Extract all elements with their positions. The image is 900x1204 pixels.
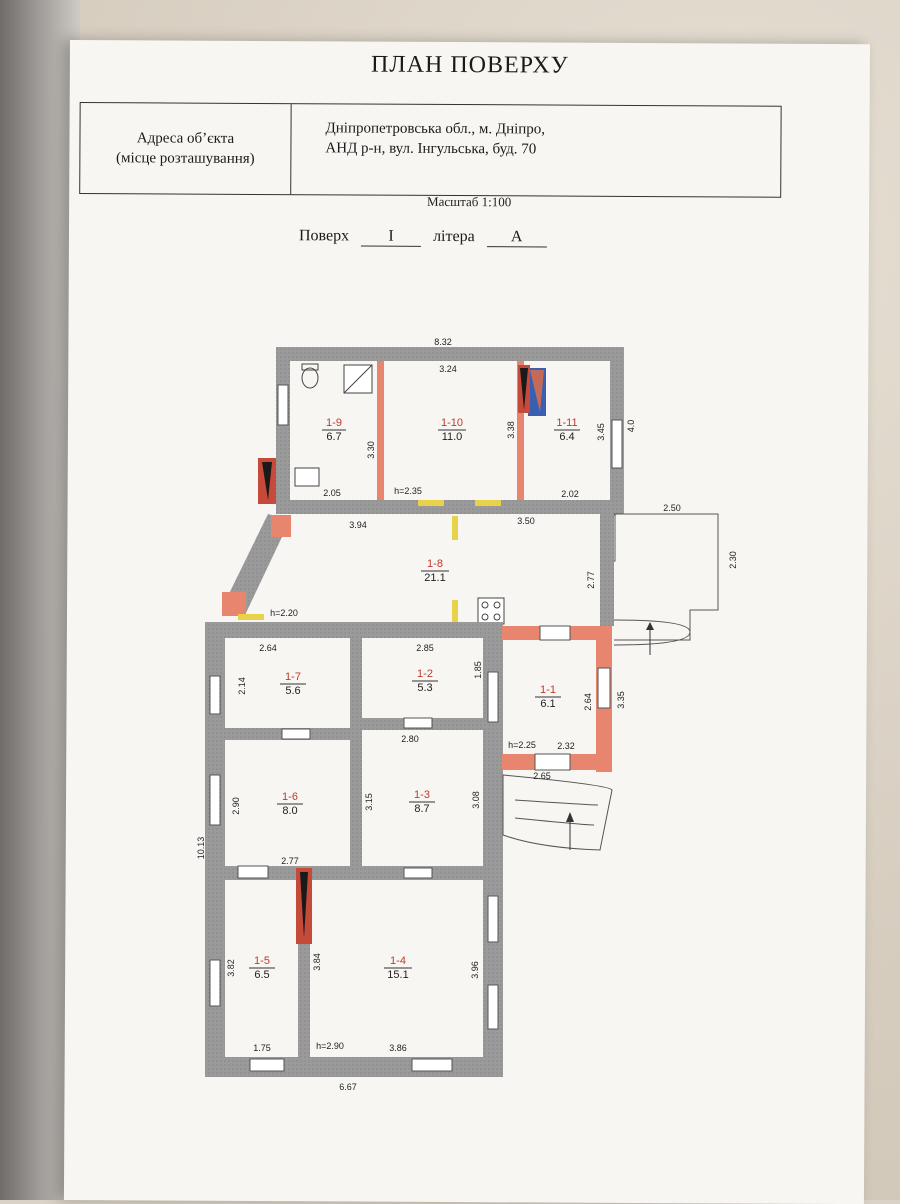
dim-384: 3.84 — [312, 953, 322, 971]
dim-top-inner: 3.24 — [439, 364, 457, 374]
dim-room10-height: 3.38 — [506, 421, 516, 439]
dim-room11-height: 3.45 — [596, 423, 606, 441]
room-label-1-4: 1-4 — [390, 955, 406, 967]
dim-264: 2.64 — [259, 643, 277, 653]
dim-h225: h=2.25 — [508, 740, 536, 750]
room-label-1-9: 1-9 — [326, 417, 342, 429]
stove-icon — [294, 467, 320, 487]
toilet-icon — [301, 363, 319, 389]
corridor-walls — [222, 514, 614, 626]
room-area-1-10: 11.0 — [442, 431, 463, 443]
dim-h235: h=2.35 — [394, 486, 422, 496]
room-label-1-6: 1-6 — [282, 791, 298, 803]
dim-175: 1.75 — [253, 1043, 271, 1053]
dim-205: 2.05 — [323, 488, 341, 498]
dim-285: 2.85 — [416, 643, 434, 653]
upper-windows — [277, 384, 623, 562]
dim-185: 1.85 — [473, 661, 483, 679]
dim-335: 3.35 — [616, 691, 626, 709]
dim-265: 2.65 — [533, 771, 551, 781]
room-label-1-3: 1-3 — [414, 789, 430, 801]
dim-382: 3.82 — [226, 959, 236, 977]
dim-280: 2.80 — [401, 734, 419, 744]
room-area-1-11: 6.4 — [559, 431, 574, 443]
room-area-1-7: 5.6 — [285, 685, 300, 697]
dim-277h: 2.77 — [281, 856, 299, 866]
room-label-1-8: 1-8 — [427, 558, 443, 570]
dim-h290: h=2.90 — [316, 1041, 344, 1051]
room-area-1-3: 8.7 — [414, 803, 429, 815]
dim-250: 2.50 — [663, 503, 681, 513]
room-area-1-8: 21.1 — [424, 572, 445, 584]
room-label-1-1: 1-1 — [540, 684, 556, 696]
room-area-1-6: 8.0 — [282, 805, 297, 817]
gas-stove-icon — [477, 597, 505, 625]
dim-1013: 10.13 — [196, 837, 206, 860]
dim-315: 3.15 — [364, 793, 374, 811]
room-label-1-7: 1-7 — [285, 671, 301, 683]
dim-277v: 2.77 — [586, 571, 596, 589]
dim-290: 2.90 — [231, 797, 241, 815]
dim-232: 2.32 — [557, 741, 575, 751]
dim-214: 2.14 — [237, 677, 247, 695]
dim-396: 3.96 — [470, 961, 480, 979]
dim-right-upper: 4.0 — [626, 420, 636, 433]
room-area-1-4: 15.1 — [387, 969, 408, 981]
upper-block-walls — [258, 347, 624, 514]
porch-outline — [613, 513, 719, 655]
room-area-1-1: 6.1 — [540, 698, 555, 710]
room-area-1-2: 5.3 — [417, 682, 432, 694]
dim-264v: 2.64 — [583, 693, 593, 711]
dim-350: 3.50 — [517, 516, 535, 526]
entrance-stairs — [502, 774, 613, 851]
shower-icon — [343, 364, 373, 394]
dim-202: 2.02 — [561, 489, 579, 499]
dim-394: 3.94 — [349, 520, 367, 530]
lower-block-walls — [205, 622, 503, 1077]
dim-h220: h=2.20 — [270, 608, 298, 618]
dim-308: 3.08 — [471, 791, 481, 809]
lower-windows — [209, 671, 499, 1072]
dim-386: 3.86 — [389, 1043, 407, 1053]
room-label-1-10: 1-10 — [441, 417, 463, 429]
room-label-1-11: 1-11 — [556, 417, 577, 429]
room-area-1-5: 6.5 — [254, 969, 269, 981]
dim-667: 6.67 — [339, 1082, 357, 1092]
dim-top-total: 8.32 — [434, 337, 452, 347]
room-area-1-9: 6.7 — [326, 431, 341, 443]
room-1-1-walls — [502, 625, 612, 772]
dim-room9-height: 3.30 — [366, 441, 376, 459]
room-label-1-5: 1-5 — [254, 955, 270, 967]
dim-230: 2.30 — [728, 551, 738, 569]
room-label-1-2: 1-2 — [417, 668, 433, 680]
